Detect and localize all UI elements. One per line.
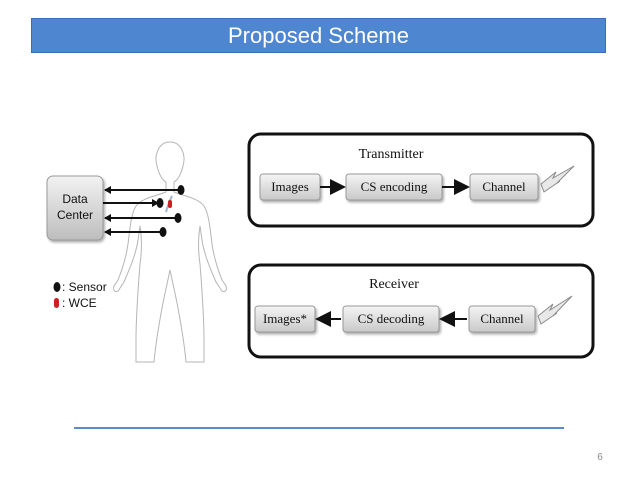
human-body-figure [113,141,227,363]
sensor-link-arrowhead-2 [152,199,159,207]
tx-lightning-icon [540,165,575,193]
tx-block-channel: Channel [469,173,539,201]
data-center-label-line2: Center [57,208,93,222]
legend-sensor-label: : Sensor [62,280,107,294]
rx-block-images-label: Images* [263,311,307,326]
sensor-dot-2 [156,198,164,208]
rx-block-channel: Channel [468,305,536,333]
rx-block-cs-decoding-label: CS decoding [358,311,425,326]
sensor-dot-3 [174,213,182,223]
transmitter-panel: Transmitter Images CS encoding Channel [247,132,595,228]
legend-wce-icon [54,298,59,308]
rx-block-channel-label: Channel [480,311,524,326]
transmitter-title: Transmitter [359,147,424,162]
sensors [156,185,185,237]
receiver-panel: Receiver Images* CS decoding Channel [247,263,595,359]
rx-lightning-icon [537,295,573,325]
tx-block-cs-encoding-label: CS encoding [361,179,428,194]
rx-block-cs-decoding: CS decoding [342,305,440,333]
tx-block-channel-label: Channel [482,179,526,194]
sensor-link-arrowhead-1 [104,186,111,194]
sensor-link-arrows [103,186,180,236]
sensor-dot-4 [159,227,167,237]
tx-block-images-label: Images [271,179,309,194]
receiver-title: Receiver [369,277,419,292]
legend-sensor-icon [53,282,61,292]
sensor-dot-1 [177,185,185,195]
rx-block-images: Images* [254,305,316,333]
wce-capsule-path [165,195,173,213]
tx-block-cs-encoding: CS encoding [345,173,443,201]
tx-block-images: Images [259,173,321,201]
data-center-label-line1: Data [62,192,88,206]
footer-rule [74,427,564,429]
sensor-link-arrowhead-3 [104,214,111,222]
wce-capsule-icon [168,200,172,208]
sensor-link-arrowhead-4 [104,228,111,236]
slide-title: Proposed Scheme [228,22,409,48]
legend: : Sensor : WCE [53,280,107,310]
legend-wce-label: : WCE [62,296,97,310]
slide-title-bar: Proposed Scheme [31,18,606,53]
page-number: 6 [597,452,603,463]
data-center-box: Data Center [46,175,104,241]
